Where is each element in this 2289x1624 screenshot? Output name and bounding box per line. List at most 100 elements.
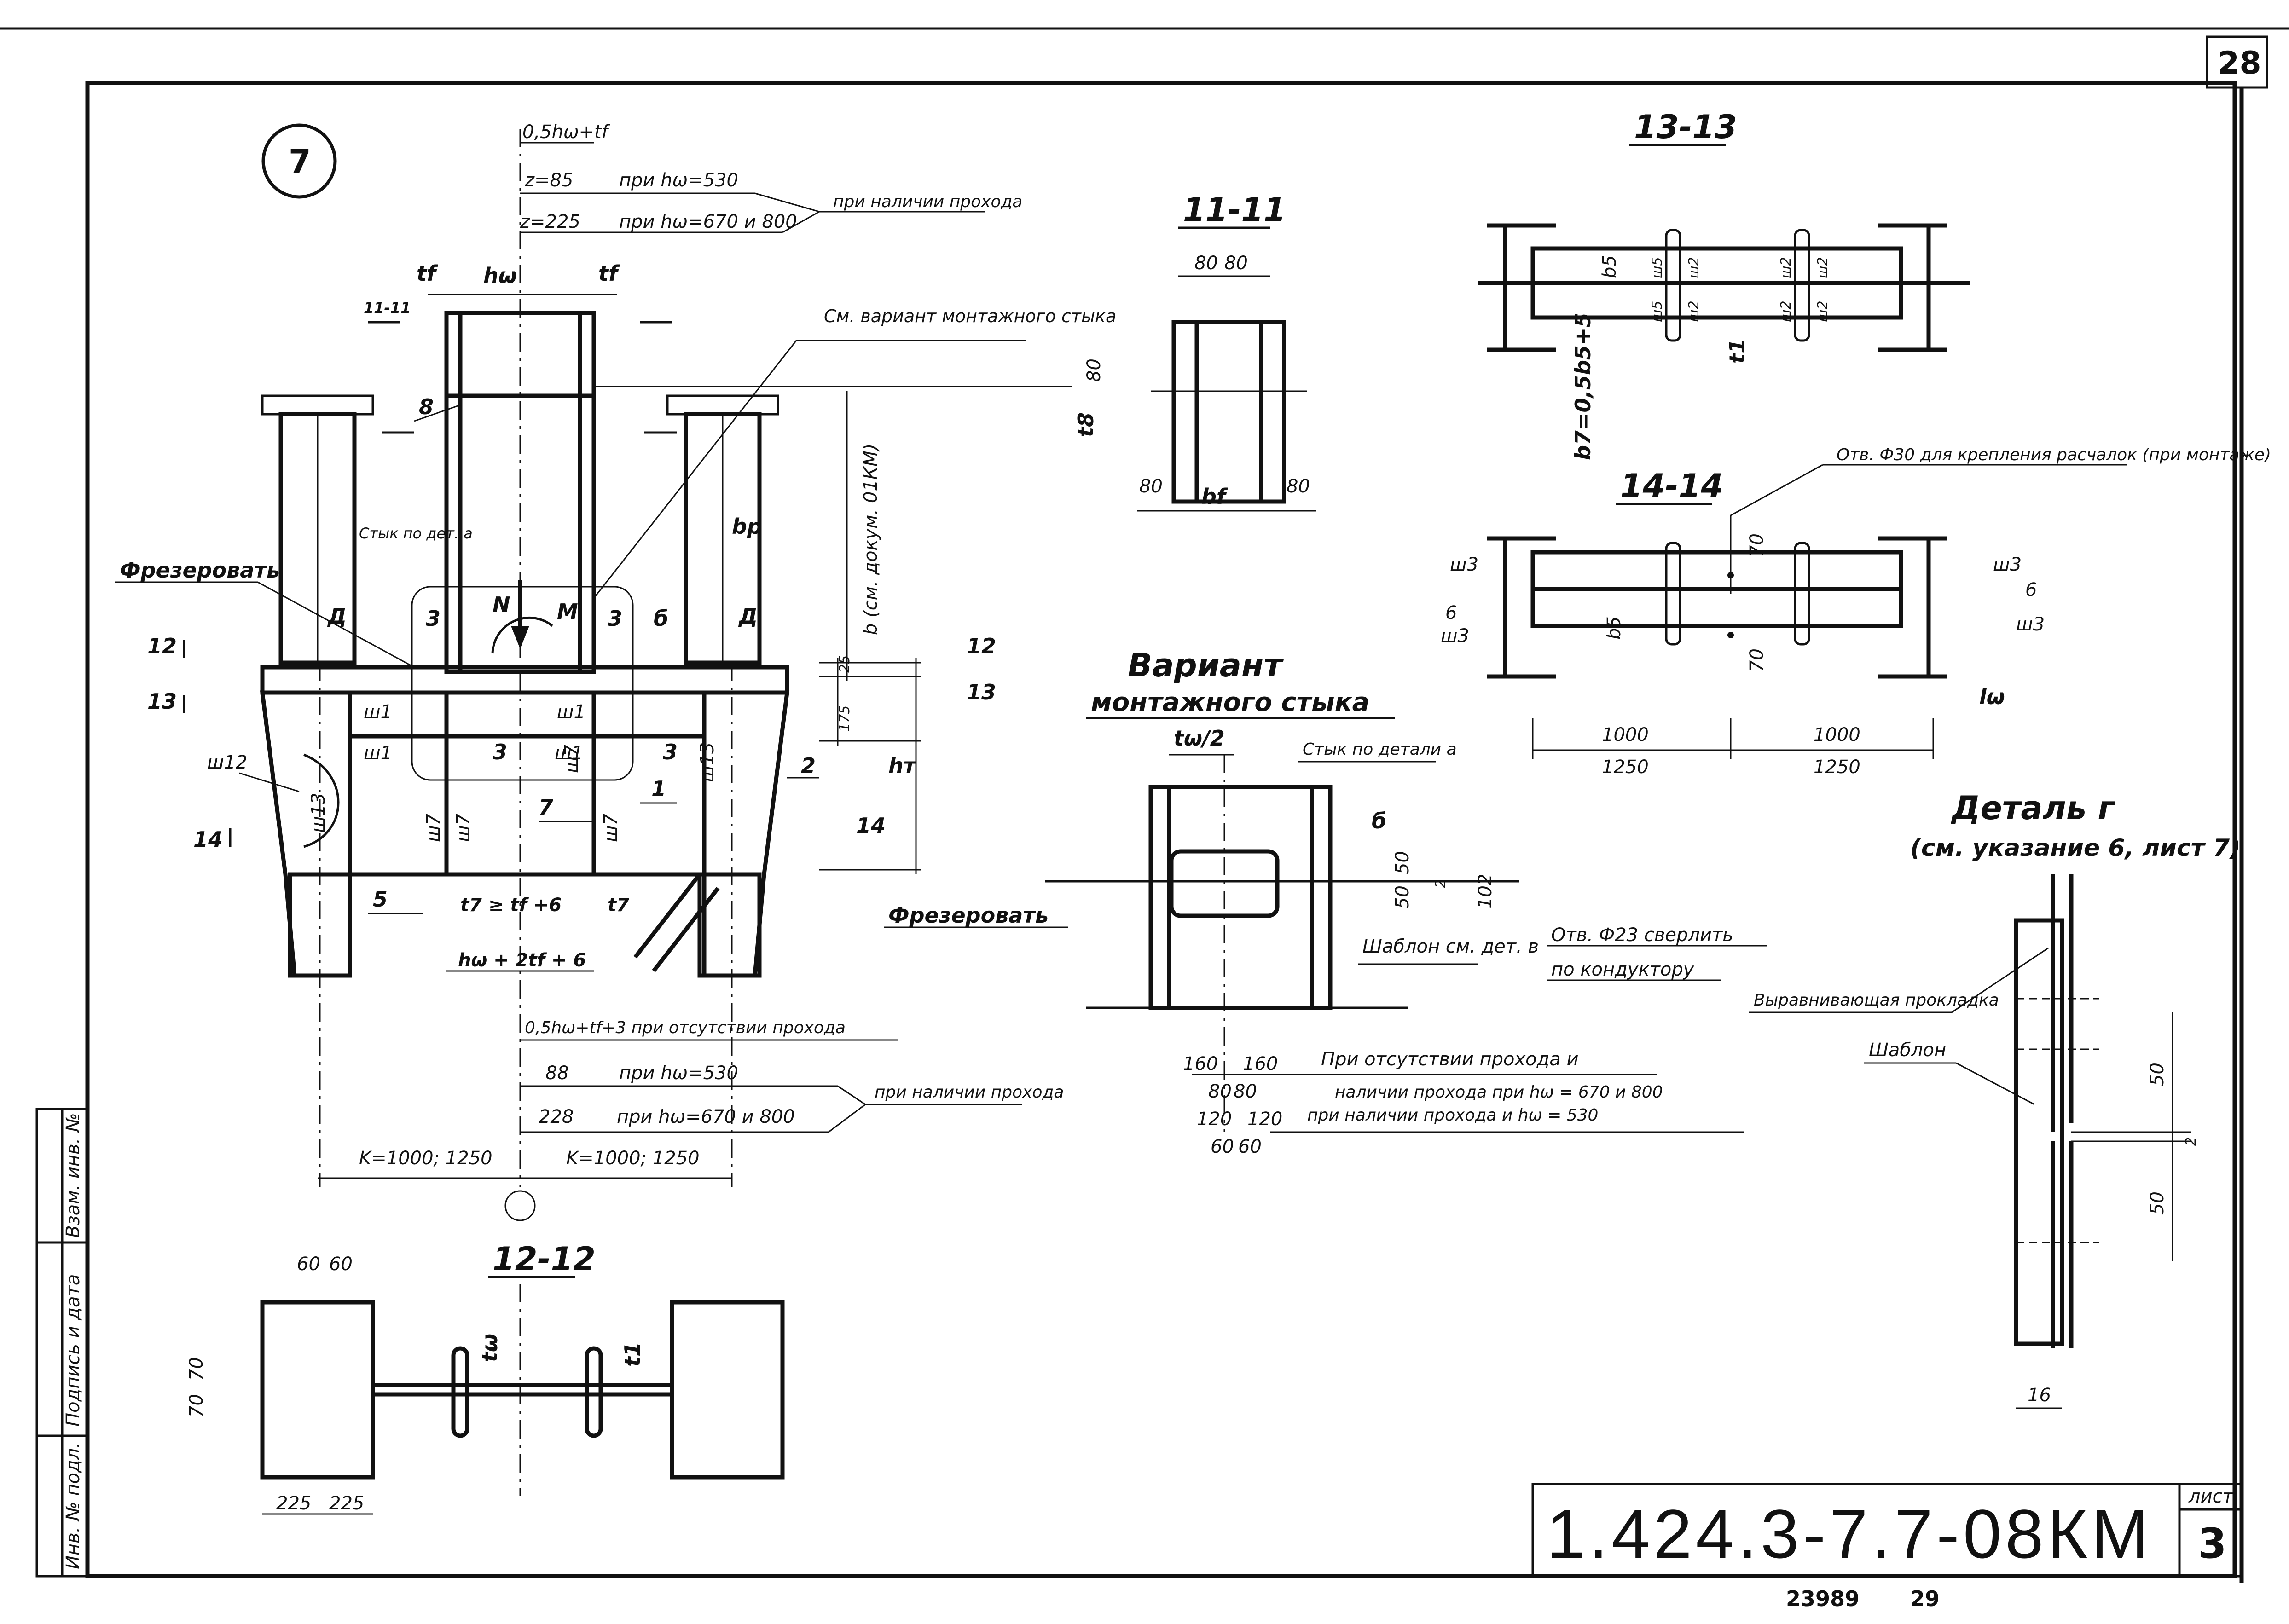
s14-6b: 6 <box>2025 579 2037 601</box>
node-weld-w1d: ш1 <box>555 743 583 764</box>
stamp-signature-label: Подпись и дата <box>63 1274 84 1427</box>
node-number-circle <box>261 123 337 199</box>
node-weld-w13b: ш13 <box>697 742 718 783</box>
s12-d60a: 60 <box>297 1254 320 1275</box>
s12-d225b: 225 <box>329 1493 364 1514</box>
section-12-12: 12-12 60 60 70 70 tω t1 225 225 <box>186 1240 785 1515</box>
stamp-replace-label: Взам. инв. № <box>63 1113 84 1238</box>
s11-d80r: 80 <box>1286 476 1310 497</box>
node-moment-m: M <box>557 599 578 624</box>
s14-d1000b: 1000 <box>1814 724 1860 746</box>
node-d88-note: при hω=530 <box>619 1063 738 1084</box>
s11-d80l: 80 <box>1139 476 1163 497</box>
variant-note-3: при наличии прохода и hω = 530 <box>1307 1106 1598 1125</box>
node-d228-note: при hω=670 и 800 <box>617 1106 795 1127</box>
node-width-dim: hω + 2tf + 6 <box>458 950 586 971</box>
s14-6a: 6 <box>1445 602 1457 624</box>
variant-d50a: 50 <box>1392 851 1413 874</box>
variant-d60b: 60 <box>1238 1136 1262 1157</box>
s12-t1: t1 <box>620 1342 645 1367</box>
node-tf-left: tf <box>417 261 438 286</box>
node-part-b: б <box>654 606 668 631</box>
node-b-label: b (см. докум. 01КМ) <box>860 444 881 635</box>
s14-b5: b5 <box>1604 616 1625 640</box>
s14-w3d: ш3 <box>2016 614 2045 635</box>
stamp-inventory-label: Инв. № подл. <box>63 1442 84 1569</box>
variant-d80a: 80 <box>1208 1081 1232 1102</box>
section-11-11: 11-11 80 80 80 t8 80 bf 80 <box>1073 191 1316 512</box>
s14-hole-note-1: Отв. Ф30 для крепления расчалок (при мон… <box>1837 445 2271 464</box>
s13-w2e: ш2 <box>1778 301 1794 322</box>
node-d-right: Д <box>738 604 758 629</box>
s13-b5: b5 <box>1599 255 1620 278</box>
node-sec13-left: 13 <box>147 689 177 714</box>
detail-g: Деталь г (см. указание 6, лист 7) Выравн… <box>1749 789 2241 1409</box>
node-weld-w1a: ш1 <box>364 701 392 722</box>
s11-t8: t8 <box>1073 412 1098 437</box>
variant-note-1: При отсутствии прохода и <box>1321 1049 1579 1070</box>
node-d88: 88 <box>545 1063 569 1084</box>
s14-lw: lω <box>1979 684 2005 709</box>
s12-d60b: 60 <box>329 1254 353 1275</box>
node-weld-w13a: ш13 <box>308 793 329 833</box>
node-number: 7 <box>289 143 311 180</box>
section-12-title: 12-12 <box>493 1240 596 1278</box>
node-weld-w12: ш12 <box>207 752 248 773</box>
s13-t1: t1 <box>1725 339 1750 364</box>
variant-title-1: Вариант <box>1128 647 1284 684</box>
s11-d80a: 80 <box>1194 253 1218 274</box>
detail-g-d50a: 50 <box>2147 1063 2168 1086</box>
node-bp: bp <box>732 514 762 539</box>
s12-d225a: 225 <box>276 1493 311 1514</box>
node-top-dim: 0,5hω+tf <box>522 121 611 143</box>
variant-d80b: 80 <box>1234 1081 1257 1102</box>
variant-d120b: 120 <box>1247 1109 1282 1130</box>
s12-tw: tω <box>477 1334 502 1362</box>
section-14-title: 14-14 <box>1620 467 1723 505</box>
node-lower-dim: 0,5hω+tf+3 при отсутствии прохода <box>525 1018 846 1037</box>
node-weld-w1c: ш1 <box>364 743 392 764</box>
node-passage-note2: при наличии прохода <box>875 1083 1064 1102</box>
variant-hole-1: Отв. Ф23 сверлить <box>1551 925 1733 946</box>
node-part-2: 2 <box>801 753 816 778</box>
s13-w2b: ш2 <box>1778 257 1794 278</box>
node-weld-w7d: ш7 <box>600 813 621 842</box>
node-d228: 228 <box>539 1106 574 1127</box>
detail-g-d2: 2 <box>2183 1137 2199 1146</box>
detail-g-d50b: 50 <box>2147 1191 2168 1215</box>
variant-d50b: 50 <box>1392 885 1413 909</box>
sheet-frame: 28 <box>0 27 2289 1583</box>
variant-mill: Фрезеровать <box>888 903 1049 928</box>
node-weld-w1b: ш1 <box>557 701 585 722</box>
node-k-right: K=1000; 1250 <box>566 1148 700 1169</box>
s14-d1250b: 1250 <box>1814 757 1860 778</box>
variant-note-2: наличии прохода при hω = 670 и 800 <box>1335 1083 1663 1102</box>
page-number: 29 <box>1910 1586 1940 1611</box>
node-h-t: hт <box>888 753 917 778</box>
section-13-13: 13-13 b5 b7=0,5b5+5 t1 ш5 ш2 ш2 ш2 ш5 ш2… <box>1478 108 1970 460</box>
node-force-n: N <box>493 592 510 617</box>
node-7-elevation: 7 0,5hω+tf z=85 при hω=530 z=225 при hω=… <box>115 121 1116 1221</box>
node-hw: hω <box>483 263 517 288</box>
node-part-1: 1 <box>651 776 666 801</box>
node-weld-w7a: ш7 <box>423 813 444 842</box>
node-part-3c: 3 <box>493 740 507 764</box>
node-k-left: K=1000; 1250 <box>359 1148 493 1169</box>
section-14-14: 14-14 Отв. Ф30 для крепления расчалок (п… <box>1441 445 2271 778</box>
s13-w2d: ш2 <box>1686 301 1702 322</box>
variant-d102: 102 <box>1475 874 1496 909</box>
s13-w2c: ш2 <box>1815 257 1831 278</box>
node-part-7: 7 <box>539 795 553 820</box>
s12-d70a: 70 <box>186 1394 207 1417</box>
s13-w2f: ш2 <box>1815 301 1831 322</box>
stamp-strip: Инв. № подл. Подпись и дата Взам. инв. № <box>35 1108 89 1578</box>
node-z2: z=225 <box>520 211 580 232</box>
s14-d1000a: 1000 <box>1602 724 1649 746</box>
detail-g-subtitle: (см. указание 6, лист 7) <box>1910 834 2241 862</box>
variant-d160b: 160 <box>1243 1053 1278 1075</box>
variant-hole-2: по кондуктору <box>1551 959 1695 980</box>
node-tf-right: tf <box>598 261 620 286</box>
node-weld-w7b: ш7 <box>453 813 474 842</box>
s11-d80b: 80 <box>1224 253 1248 274</box>
variant-d60a: 60 <box>1211 1136 1234 1157</box>
